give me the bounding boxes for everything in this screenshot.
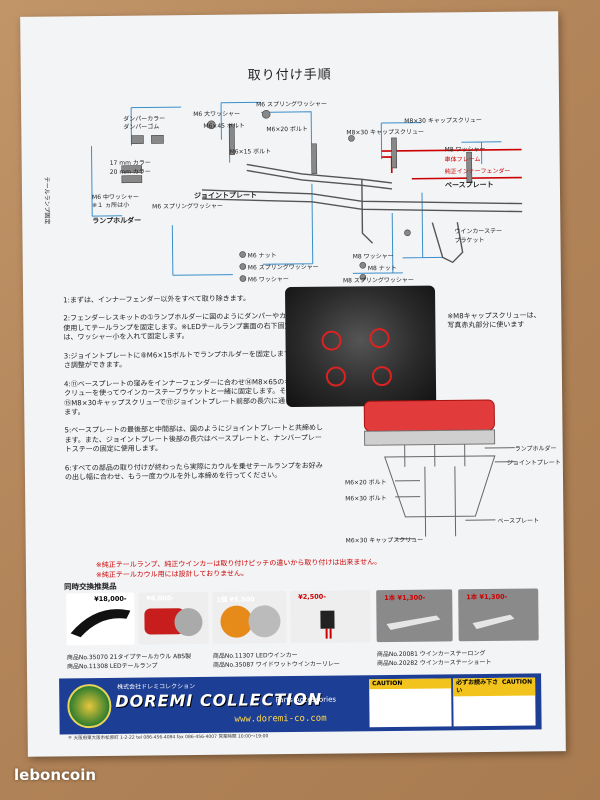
diagram-lines <box>90 101 523 282</box>
assembly-label-lamp-holder: ランプホルダー <box>514 445 557 453</box>
label-m6-15-bolt: M6×15 ボルト <box>229 148 272 156</box>
assembly-diagram: ランプホルダー ジョイントプレート M6×20 ボルト M6×30 ボルト ベー… <box>344 395 561 562</box>
label-inner-fender: 純正インナーフェンダー <box>444 167 511 176</box>
caption-stay-short: 商品No.20282 ウインカーステーショート <box>376 658 492 668</box>
price-winker-relay: ¥2,500- <box>298 592 327 601</box>
m8-screw-note: ※M8キャップスクリューは、写真赤丸部分に使います <box>447 311 541 330</box>
caution-heading-mid: 必ずお読み下さい <box>456 678 499 695</box>
step-2: 2:フェンダーレスキットの①ランプホルダーに図のようにダンパーやカラーを使用して… <box>63 312 313 342</box>
label-m8-spring-washer: M8 スプリングワッシャー <box>342 276 414 285</box>
step-5: 5:ベースプレートの最後部と中間部は、図のようにジョイントプレートと共締めします… <box>64 424 323 454</box>
assembly-label-m6-30-cap-screw: M6×30 キャップスクリュー <box>345 536 424 545</box>
label-winker-stay: ウインカーステーブラケット <box>454 227 503 245</box>
tail-lamp-shape <box>363 399 495 432</box>
assembly-label-base-plate: ベースプレート <box>497 517 540 525</box>
label-m6-nut: M6 ナット <box>247 252 277 260</box>
product-image-led-tail <box>138 591 209 645</box>
winker-stay-short-icon <box>472 614 515 630</box>
step-3: 3:ジョイントプレートに⑧M6×15ボルトでランプホルダーを固定します。※高さ調… <box>63 349 311 370</box>
label-collar-20: 20 mm カラー <box>109 168 151 176</box>
caution-heading-right: CAUTION <box>501 678 533 686</box>
label-m8-washer-b: M8 ワッシャー <box>352 252 394 261</box>
label-m8-30-cap-screw-b: M8×30 キャップスクリュー <box>346 128 424 137</box>
company-banner: 株式会社ドレミコレクション DOREMI COLLECTION Parts Ac… <box>59 673 542 735</box>
label-lamp-holder: ランプホルダー <box>92 216 142 226</box>
label-vehicle-frame: 車体フレーム <box>444 156 481 164</box>
caution-heading-left: CAUTION <box>369 678 452 690</box>
tail-cowl-icon <box>70 609 131 638</box>
assembly-lines <box>363 399 515 540</box>
recommended-parts-title: 同時交換推奨品 <box>64 581 117 592</box>
company-url: www.doremi-co.com <box>234 713 327 725</box>
relay-icon <box>320 610 335 639</box>
warning-notes: ※純正テールランプ、純正ウインカーは取り付けピッチの違いから取り付けは出来ません… <box>96 556 546 580</box>
step-1: 1:まずは、インナーフェンダー以外をすべて取り除きます。 <box>63 294 251 305</box>
price-stay-short: 1本 ¥1,300- <box>466 592 508 602</box>
recommended-parts: ¥18,000- ¥8,000- 1個 ¥5,500 ¥2,500- 1本 ¥1… <box>66 588 539 651</box>
label-joint-plate: ジョイントプレート <box>193 191 258 201</box>
label-m6-45-bolt: M6×45 ボルト <box>203 122 245 130</box>
caption-led-tail: 商品No.11308 LEDテールランプ <box>66 662 158 671</box>
label-m8-30-cap-screw-a: M8×30 キャップスクリュー <box>404 117 482 125</box>
label-m8-washer: M8 ワッシャー <box>444 145 486 154</box>
label-m6-washer: M6 ワッシャー <box>247 276 289 284</box>
step-6: 6:すべての部品の取り付けが終わったら実際にカウルを乗せテールランプをお好みの出… <box>64 461 323 482</box>
assembly-label-m6-30-bolt: M6×30 ボルト <box>345 495 387 503</box>
instruction-sheet: 取り付け手順 <box>20 11 566 757</box>
instruction-steps: 1:まずは、インナーフェンダー以外をすべて取り除きます。 2:フェンダーレスキッ… <box>63 294 323 492</box>
label-damper-rubber: ダンパーゴム <box>123 123 160 131</box>
company-kana: 株式会社ドレミコレクション <box>117 683 196 691</box>
label-m8-nut: M8 ナット <box>367 264 397 273</box>
product-image-stay-long <box>376 589 453 643</box>
product-image-stay-short <box>458 588 539 642</box>
caution-box-right: 必ずお読み下さい CAUTION <box>453 677 536 727</box>
price-tail-cowl: ¥18,000- <box>94 594 127 604</box>
company-logo-icon <box>67 683 112 729</box>
label-base-plate: ベースプレート <box>444 180 494 190</box>
price-led-tail: ¥8,000- <box>146 594 175 603</box>
product-image-led-winker <box>212 591 287 644</box>
label-m6-large-washer: M6 大ワッシャー <box>193 110 241 119</box>
price-stay-long: 1本 ¥1,300- <box>384 593 426 603</box>
company-tagline: Parts Accessories <box>275 695 337 705</box>
red-circle-marker <box>325 366 347 387</box>
label-m6-spring-washer-top: M6 スプリングワッシャー <box>256 100 328 109</box>
label-one-place-small: ※１ ヵ所は小 <box>92 201 130 210</box>
label-tail-lamp-fixing: テールランプ固定 <box>42 176 51 225</box>
exploded-diagram: ダンパーカラー ダンパーゴム M6 大ワッシャー M6×45 ボルト M6 スプ… <box>43 81 533 291</box>
red-circle-marker <box>369 327 390 349</box>
label-m6-20-bolt-top: M6×20 ボルト <box>266 125 308 134</box>
caution-box-left: CAUTION <box>369 678 452 728</box>
led-tail-lamp-icon <box>144 608 203 637</box>
led-winker-icon <box>220 605 281 638</box>
product-image-winker-relay <box>290 590 371 644</box>
caption-winker-relay: 商品No.35087 ワイドワットウインカーリレー <box>212 660 340 669</box>
caution-header-right: 必ずお読み下さい CAUTION <box>453 677 536 696</box>
price-led-winker: 1個 ¥5,500 <box>216 595 255 604</box>
lamp-holder-shape <box>363 429 496 446</box>
label-m6-spring-washer-mid: M6 スプリングワッシャー <box>152 202 224 211</box>
label-collar-17: 17 mm カラー <box>109 159 151 167</box>
assembly-label-m6-20-bolt: M6×20 ボルト <box>345 479 387 487</box>
product-image-tail-cowl <box>66 592 135 646</box>
red-circle-marker <box>321 330 342 351</box>
red-circle-marker <box>371 365 393 387</box>
winker-stay-long-icon <box>386 615 441 630</box>
leboncoin-watermark: leboncoin <box>14 766 97 784</box>
label-m6-spring-washer-bottom: M6 スプリングワッシャー <box>247 263 319 272</box>
assembly-label-joint-plate: ジョイントプレート <box>506 459 561 467</box>
fender-photo <box>284 285 437 408</box>
